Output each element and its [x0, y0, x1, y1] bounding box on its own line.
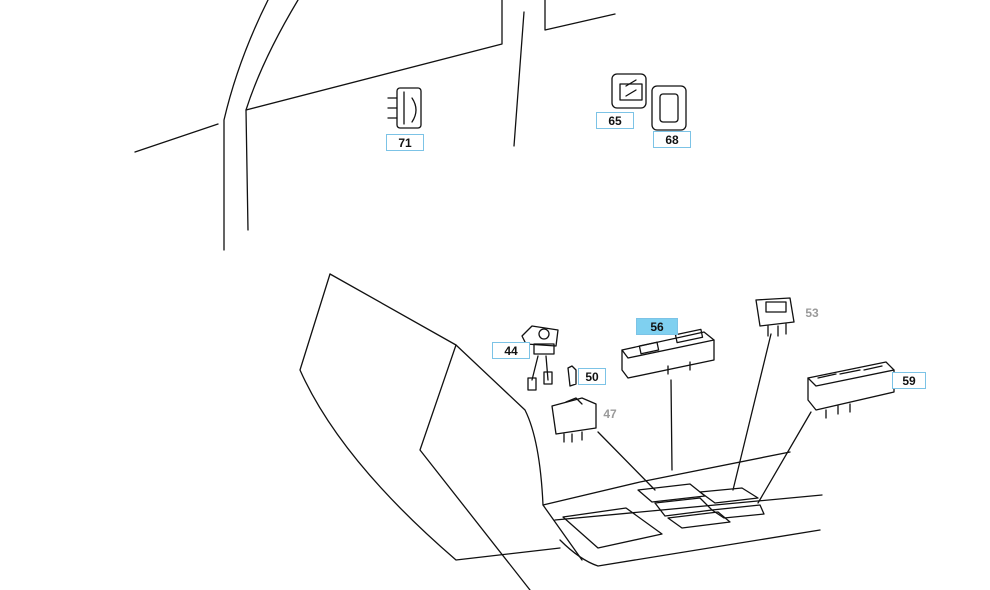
callout-56[interactable]: 56 — [636, 318, 678, 335]
part-47-switch — [551, 397, 597, 443]
part-65-switch — [611, 73, 647, 109]
callout-47[interactable]: 47 — [603, 407, 617, 421]
callout-53[interactable]: 53 — [805, 306, 819, 320]
part-56-switch-block — [621, 328, 715, 379]
callout-44[interactable]: 44 — [492, 342, 530, 359]
part-50-bulb — [567, 365, 577, 387]
center-console — [299, 273, 823, 590]
callout-71[interactable]: 71 — [386, 134, 424, 151]
callout-59[interactable]: 59 — [892, 372, 926, 389]
part-68-bezel — [651, 85, 687, 131]
part-53-switch — [755, 297, 795, 337]
leader-lines — [597, 333, 812, 504]
part-71-switch — [387, 87, 422, 129]
callout-50[interactable]: 50 — [578, 368, 606, 385]
callout-68[interactable]: 68 — [653, 131, 691, 148]
callout-65[interactable]: 65 — [596, 112, 634, 129]
door-frame — [134, 0, 616, 251]
part-59-switch-bank — [807, 361, 895, 419]
